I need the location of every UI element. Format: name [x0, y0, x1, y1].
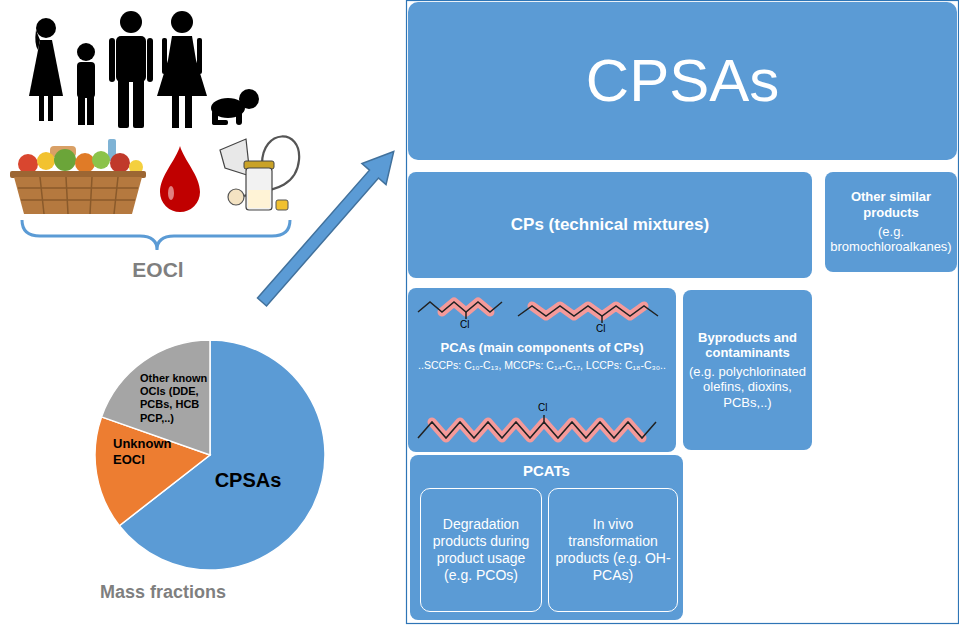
category-box: Other similar products (e.g. bromochloroa…: [825, 172, 957, 272]
pie-chart: [95, 340, 325, 570]
box-heading: In vivo transformation products (e.g. OH…: [553, 516, 673, 583]
chlorine-bond: [465, 312, 467, 319]
panel-outline: [407, 1, 959, 624]
food-basket: [10, 139, 146, 214]
woman-leg: [185, 95, 192, 128]
box-heading: PCAs (main components of CPs): [441, 340, 644, 356]
lettuce: [54, 149, 76, 171]
woman-leg: [172, 95, 179, 128]
woman-arm: [162, 38, 167, 74]
atom-label: Cl: [460, 319, 469, 331]
box-heading: PCATs: [523, 462, 570, 480]
girl-dress: [29, 40, 63, 96]
chart-caption: Mass fractions: [100, 582, 260, 604]
group-label: EOCl: [118, 257, 198, 282]
pump-bulb: [228, 189, 244, 205]
box-heading: Other similar products: [829, 189, 953, 220]
basket-rim: [10, 171, 146, 178]
box-body: ..SCCPs: C₁₀-C₁₃, MCCPs: C₁₄-C₁₇, LCCPs:…: [418, 359, 666, 372]
molecule: [418, 302, 502, 319]
orange: [75, 153, 95, 173]
carbon-chain: [418, 422, 656, 438]
slice-label: Other known OCls (DDE, PCBs, HCB PCP,..): [140, 372, 208, 425]
header-box: CPSAs: [408, 2, 957, 160]
baby-arm: [236, 108, 242, 125]
slice-label: CPSAs: [205, 468, 291, 492]
pump-base: [276, 200, 288, 210]
man-leg: [118, 78, 129, 128]
box-body: (e.g. polychlorinated olefins, dioxins, …: [687, 364, 808, 411]
atom-label: Cl: [596, 323, 605, 335]
vegetable: [92, 151, 110, 169]
box-heading: CPs (technical mixtures): [511, 215, 709, 235]
chain-highlight: [442, 302, 490, 312]
group-box: PCATsDegradation products during product…: [410, 455, 683, 620]
molecule: [518, 306, 658, 323]
sub-box: Degradation products during product usag…: [420, 488, 542, 612]
sub-box: In vivo transformation products (e.g. OH…: [548, 488, 678, 612]
carbon-chain: [418, 302, 502, 312]
box-heading: CPSAs: [586, 45, 779, 117]
atom-label: Cl: [538, 402, 547, 414]
box-body: (e.g. bromochloroalkanes): [829, 224, 953, 255]
slice-label: Unknown EOCl: [113, 436, 185, 467]
man-head: [120, 11, 142, 33]
basket-body: [14, 177, 142, 214]
box-heading: Byproducts and contaminants: [687, 330, 808, 361]
box-heading: Degradation products during product usag…: [425, 516, 537, 583]
girl-leg: [39, 95, 44, 121]
baby-foot: [212, 120, 228, 125]
chlorine-bond: [601, 316, 603, 323]
people-silhouettes: [29, 11, 259, 128]
chlorine-bond: [543, 415, 545, 422]
category-box: CPs (technical mixtures): [408, 172, 812, 278]
man-torso: [116, 36, 146, 82]
block-arrow: [250, 141, 406, 313]
woman-head: [171, 11, 193, 33]
drop-highlight: [168, 186, 174, 200]
girl-leg: [48, 95, 53, 121]
breast-pump: [220, 136, 299, 210]
woman-arm: [197, 38, 202, 74]
woman-dress: [157, 36, 207, 96]
category-box: Byproducts and contaminants(e.g. polychl…: [683, 290, 812, 450]
milk: [248, 190, 270, 208]
child-head: [77, 43, 95, 61]
child-body: [77, 62, 95, 98]
fruit: [37, 152, 55, 170]
man-arm: [147, 38, 153, 82]
girl-head: [36, 18, 56, 38]
blood-drop: [160, 146, 200, 212]
carbon-chain: [518, 306, 658, 316]
curly-bracket: [22, 220, 290, 250]
man-arm: [109, 38, 115, 82]
child-leg: [78, 94, 85, 125]
pump-bottle: [246, 168, 272, 210]
melon: [110, 153, 130, 173]
category-box: PCAs (main components of CPs) ..SCCPs: C₁…: [408, 288, 676, 452]
child-leg: [87, 94, 94, 125]
basket-weave: [18, 177, 138, 214]
man-leg: [133, 78, 144, 128]
molecule: [418, 415, 656, 438]
